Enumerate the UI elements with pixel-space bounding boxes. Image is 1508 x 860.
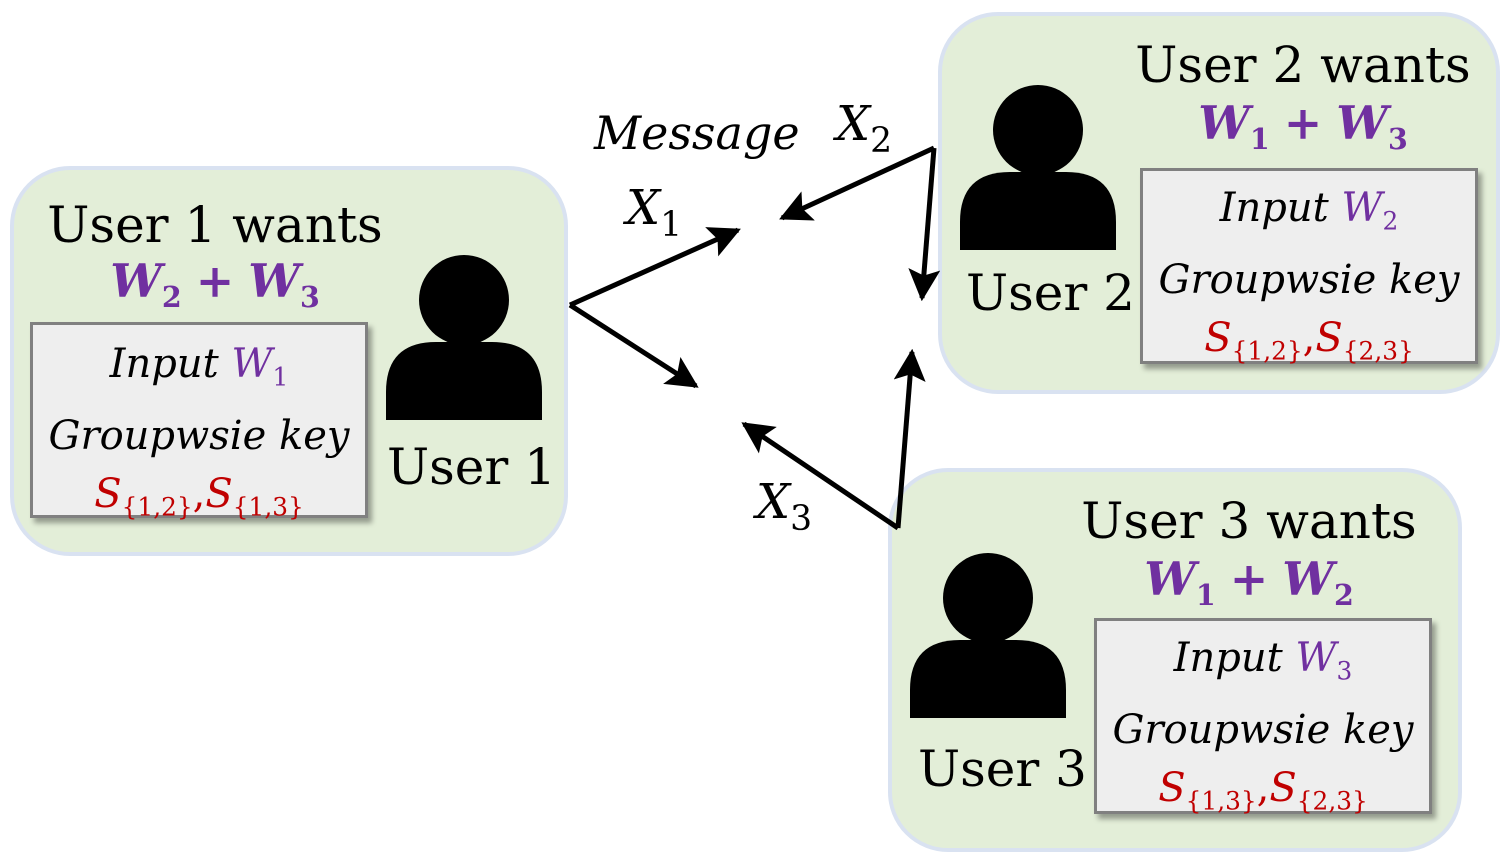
user-2-name: User 2 — [966, 264, 1135, 322]
person-icon — [386, 255, 542, 420]
x2-label: X2 — [836, 100, 892, 159]
input-subscript: 3 — [1336, 656, 1353, 686]
key-label: Groupwsie key — [1112, 706, 1414, 753]
person-icon — [910, 553, 1066, 718]
user-3-wants: W1+W2 — [1064, 556, 1434, 609]
input-label: Input — [1219, 185, 1329, 231]
arrow-x3-to-user-1 — [741, 421, 900, 531]
input-symbol: W — [231, 341, 273, 387]
key-subscript: {1,3} — [1185, 786, 1257, 816]
want-symbol: W — [248, 254, 300, 308]
x2-subscript: 2 — [870, 121, 893, 162]
input-label: Input — [109, 341, 219, 387]
key-subscript: {1,3} — [232, 492, 304, 522]
arrow-x3-to-user-2 — [893, 348, 926, 529]
user-2-input-box: Input W2 Groupwsie key S{1,2},S{2,3} — [1140, 168, 1478, 366]
input-subscript: 1 — [272, 362, 289, 392]
key-comma: , — [1256, 764, 1270, 811]
user-1-input-box: Input W1 Groupwsie key S{1,2},S{1,3} — [30, 322, 368, 522]
key-symbol: S — [1315, 314, 1343, 361]
want-subscript: 2 — [161, 279, 182, 314]
arrow-x1-to-user-3 — [568, 302, 699, 389]
want-symbol: W — [110, 254, 162, 308]
input-subscript: 2 — [1382, 206, 1399, 236]
arrow-x2-to-user-1 — [779, 145, 936, 221]
user-1-title: User 1 wants — [47, 196, 383, 254]
x3-subscript: 3 — [790, 499, 813, 540]
want-symbol: W — [1336, 96, 1388, 150]
message-label: Message — [594, 106, 800, 160]
plus-sign: + — [1229, 552, 1269, 606]
x3-label: X3 — [756, 478, 812, 537]
user-2-wants: W1+W3 — [1118, 100, 1488, 153]
x3-symbol: X — [756, 474, 791, 530]
user-3-title: User 3 wants — [1081, 492, 1417, 550]
x1-subscript: 1 — [660, 205, 683, 246]
input-symbol: W — [1295, 635, 1337, 681]
key-subscript: {1,2} — [1231, 336, 1303, 366]
key-subscript: {2,3} — [1296, 786, 1368, 816]
want-subscript: 2 — [1333, 577, 1354, 612]
want-symbol: W — [1144, 552, 1196, 606]
want-subscript: 3 — [299, 279, 320, 314]
x2-symbol: X — [836, 96, 871, 152]
person-icon — [960, 85, 1116, 250]
key-symbol: S — [1269, 764, 1297, 811]
key-label: Groupwsie key — [1158, 256, 1460, 303]
want-symbol: W — [1282, 552, 1334, 606]
want-subscript: 1 — [1249, 121, 1270, 156]
input-symbol: W — [1341, 185, 1383, 231]
key-subscript: {2,3} — [1342, 336, 1414, 366]
arrow-x1-to-user-2 — [568, 227, 741, 308]
user-3-input-box: Input W3 Groupwsie key S{1,3},S{2,3} — [1094, 618, 1432, 816]
key-subscript: {1,2} — [121, 492, 193, 522]
plus-sign: + — [1283, 96, 1323, 150]
user-2-title: User 2 wants — [1135, 36, 1471, 94]
arrow-x2-to-user-3 — [908, 147, 941, 302]
key-symbol: S — [1204, 314, 1232, 361]
key-comma: , — [192, 470, 206, 517]
user-1-name: User 1 — [387, 438, 556, 496]
x1-symbol: X — [626, 180, 661, 236]
key-symbol: S — [1158, 764, 1186, 811]
key-comma: , — [1302, 314, 1316, 361]
key-symbol: S — [94, 470, 122, 517]
want-subscript: 3 — [1387, 121, 1408, 156]
input-label: Input — [1173, 635, 1283, 681]
key-symbol: S — [205, 470, 233, 517]
user-3-name: User 3 — [918, 740, 1087, 798]
want-subscript: 1 — [1195, 577, 1216, 612]
x1-label: X1 — [626, 184, 682, 243]
plus-sign: + — [195, 254, 235, 308]
user-1-wants: W2+W3 — [30, 258, 400, 311]
want-symbol: W — [1198, 96, 1250, 150]
key-label: Groupwsie key — [48, 412, 350, 459]
